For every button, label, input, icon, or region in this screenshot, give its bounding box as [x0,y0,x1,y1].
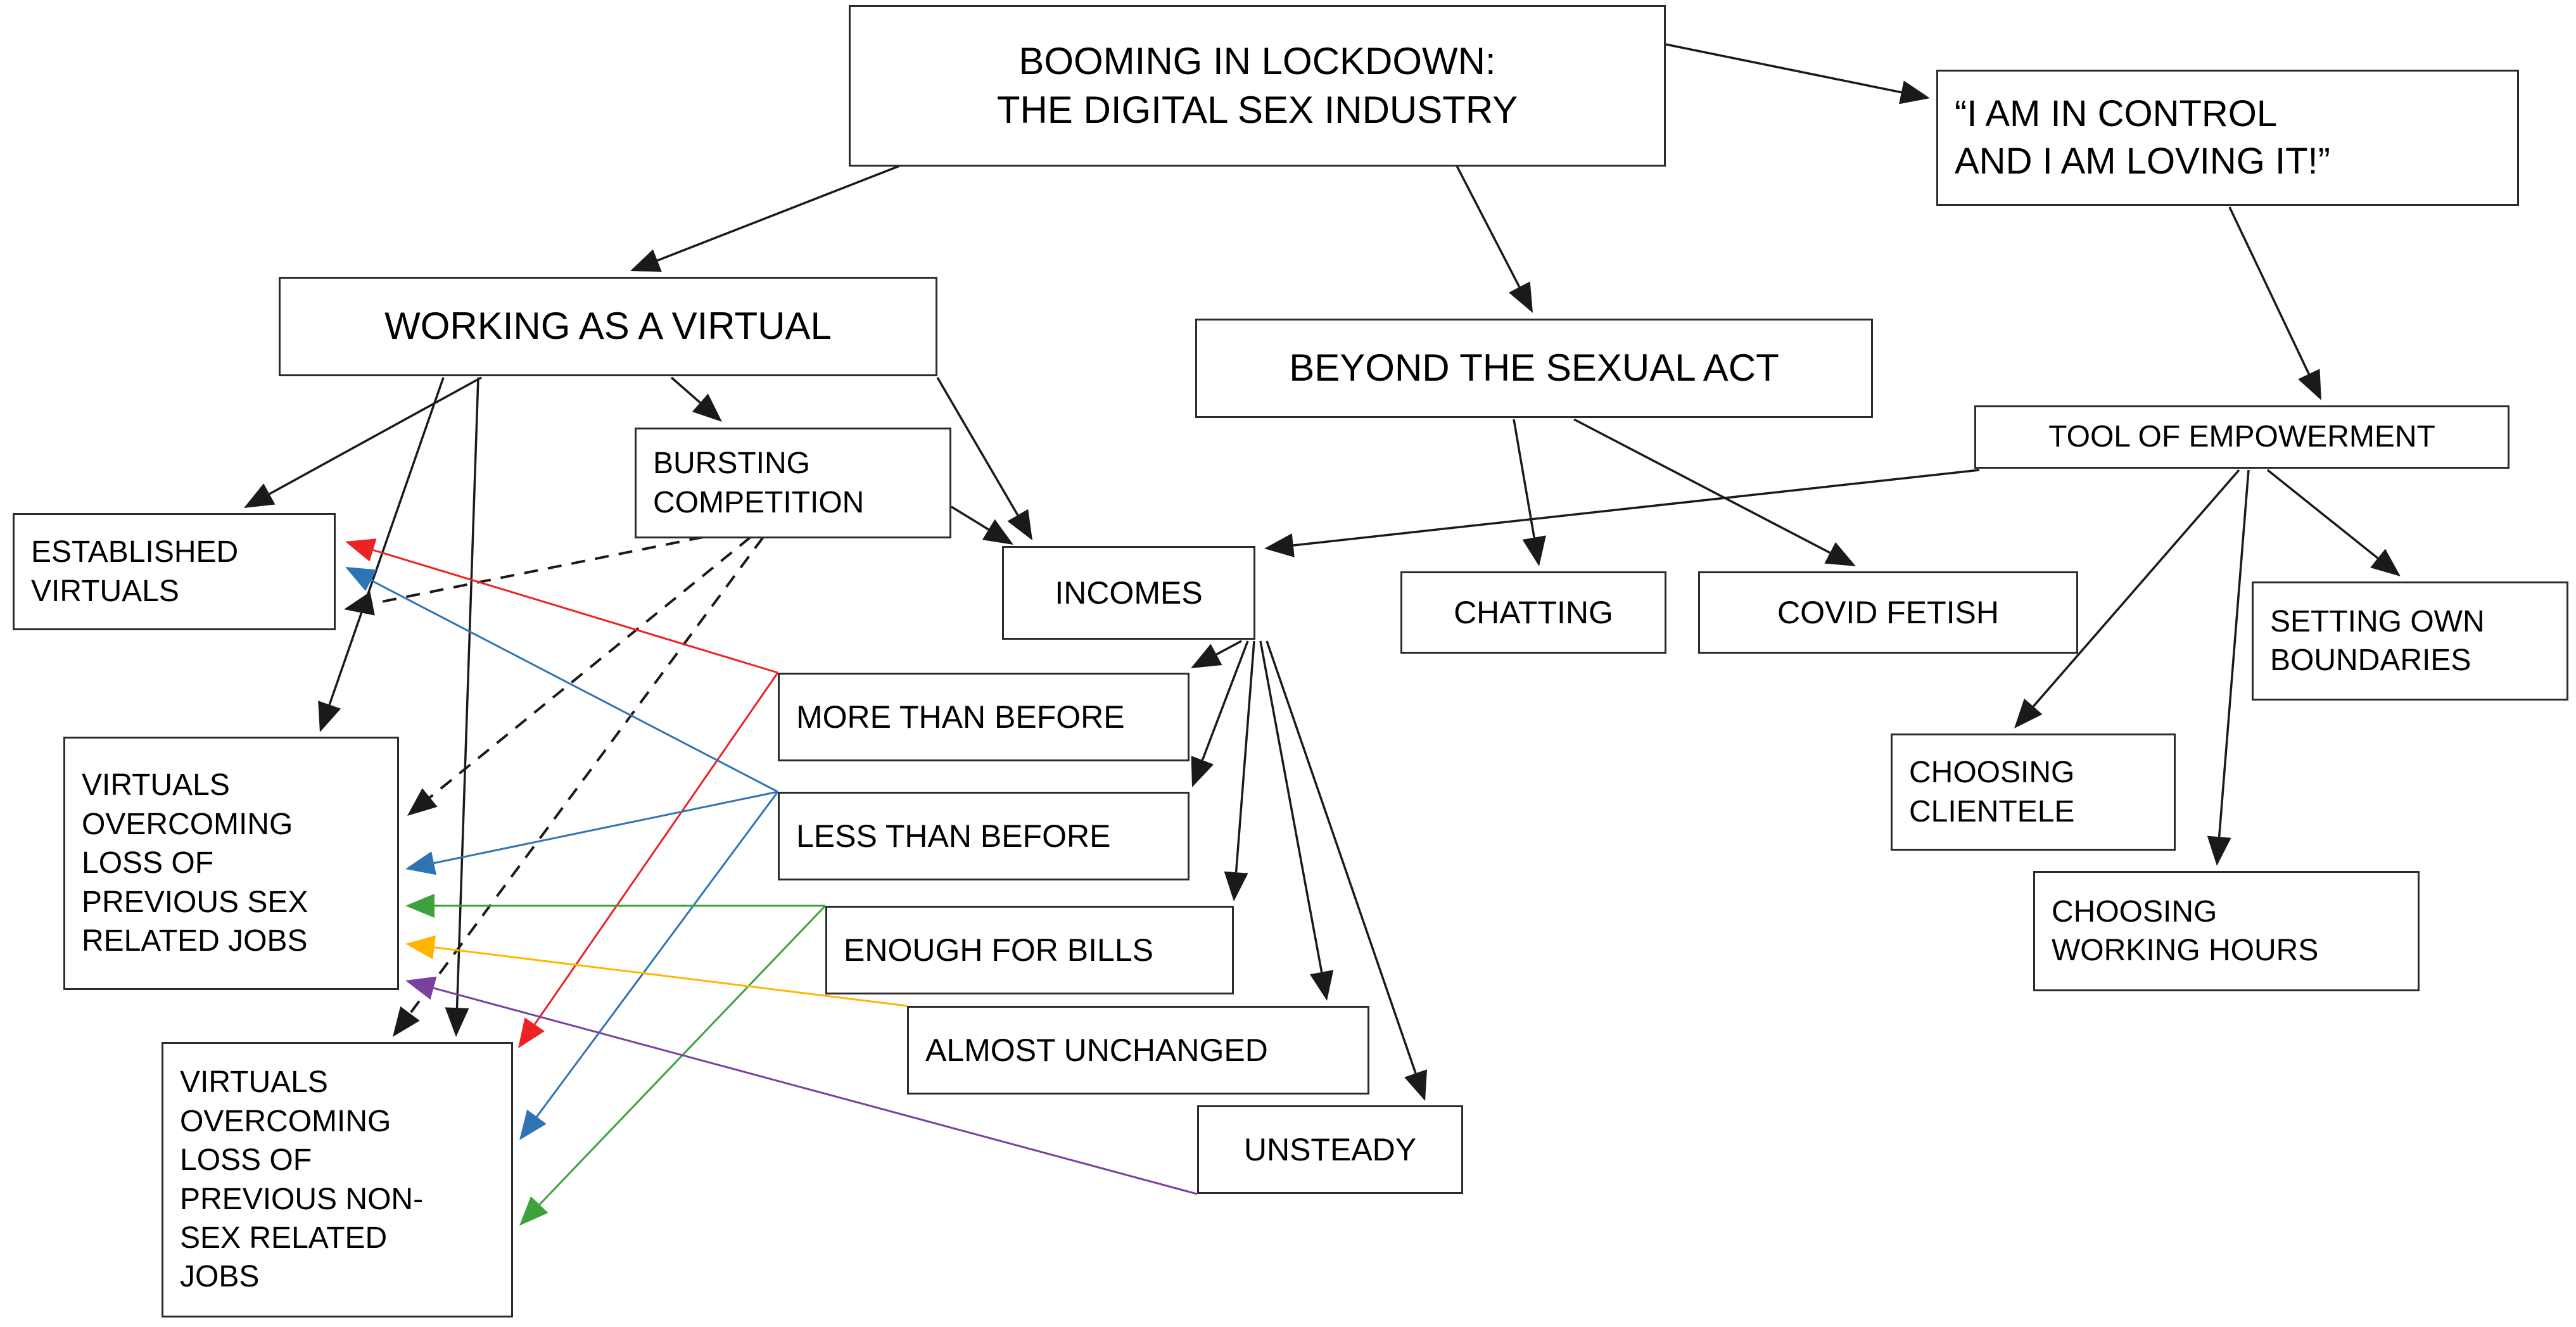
edge-arrow [936,377,1032,540]
edge-arrow [405,976,1198,1195]
edge-arrow [2207,469,2250,866]
node-label-clientele: CHOOSING CLIENTELE [1909,756,2075,829]
edge-arrow [1259,640,1334,1001]
edge-arrow [1266,640,1427,1101]
node-clientele[interactable]: CHOOSING CLIENTELE [1891,733,2176,851]
node-label-boundaries: SETTING OWN BOUNDARIES [2270,604,2485,677]
edge-arrow [519,905,827,1226]
node-virtual[interactable]: WORKING AS A VIRTUAL [279,277,937,376]
node-root[interactable]: BOOMING IN LOCKDOWN: THE DIGITAL SEX IND… [849,5,1666,167]
edge-arrow [2014,469,2240,728]
edge-arrow [345,538,778,674]
edge-arrow [393,536,765,1037]
edge-arrow [345,567,778,793]
node-label-chatting: CHATTING [1454,595,1613,630]
node-virt_nonsex[interactable]: VIRTUALS OVERCOMING LOSS OF PREVIOUS NON… [162,1042,513,1317]
edge-arrow [1573,418,1856,566]
node-bills[interactable]: ENOUGH FOR BILLS [825,906,1234,994]
node-label-covid: COVID FETISH [1777,595,2000,630]
edge-arrow [1264,469,1980,557]
node-bursting[interactable]: BURSTING COMPETITION [635,428,951,538]
edge-arrow [2266,469,2401,576]
node-label-control: “I AM IN CONTROL AND I AM LOVING IT!” [1955,93,2330,182]
node-more[interactable]: MORE THAN BEFORE [778,673,1190,761]
node-label-root: BOOMING IN LOCKDOWN: THE DIGITAL SEX IND… [996,39,1518,131]
node-tool[interactable]: TOOL OF EMPOWERMENT [1974,405,2509,469]
edge-arrow [1513,419,1546,566]
edge-arrow [951,505,1013,545]
node-label-incomes: INCOMES [1055,575,1203,611]
node-label-virt_nonsex: VIRTUALS OVERCOMING LOSS OF PREVIOUS NON… [180,1065,424,1294]
edge-arrow [445,377,479,1037]
node-unsteady[interactable]: UNSTEADY [1197,1105,1463,1194]
node-established[interactable]: ESTABLISHED VIRTUALS [13,513,336,630]
edge-arrow [518,672,779,1048]
node-label-virt_sex: VIRTUALS OVERCOMING LOSS OF PREVIOUS SEX… [82,768,308,958]
edge-arrow [1191,640,1249,787]
node-control[interactable]: “I AM IN CONTROL AND I AM LOVING IT!” [1936,70,2519,206]
edge-arrow [2228,206,2321,400]
node-label-less: LESS THAN BEFORE [796,818,1111,854]
node-label-unsteady: UNSTEADY [1243,1132,1417,1167]
node-label-more: MORE THAN BEFORE [796,699,1125,735]
node-label-tool: TOOL OF EMPOWERMENT [2048,420,2435,454]
node-label-virtual: WORKING AS A VIRTUAL [384,305,832,348]
node-hours[interactable]: CHOOSING WORKING HOURS [2033,871,2420,991]
edge-arrow [407,536,752,816]
edge-arrow [630,165,900,272]
edge-arrow [405,790,778,875]
edge-arrow [405,935,908,1007]
edge-arrow [519,791,779,1140]
node-beyond[interactable]: BEYOND THE SEXUAL ACT [1195,319,1873,418]
node-less[interactable]: LESS THAN BEFORE [778,792,1190,880]
edge-arrow [405,894,825,918]
edge-arrow [244,376,482,508]
node-label-unchanged: ALMOST UNCHANGED [925,1032,1268,1068]
edge-arrow [1224,640,1255,901]
edge-arrow [1191,640,1242,668]
node-label-established: ESTABLISHED VIRTUALS [31,535,239,608]
node-label-beyond: BEYOND THE SEXUAL ACT [1289,346,1779,390]
node-incomes[interactable]: INCOMES [1002,546,1255,640]
edge-arrow [1665,43,1930,105]
node-chatting[interactable]: CHATTING [1400,571,1666,654]
node-boundaries[interactable]: SETTING OWN BOUNDARIES [2252,581,2568,701]
edge-arrow [670,376,722,422]
node-label-hours: CHOOSING WORKING HOURS [2052,894,2319,967]
node-label-bills: ENOUGH FOR BILLS [844,932,1153,968]
node-virt_sex[interactable]: VIRTUALS OVERCOMING LOSS OF PREVIOUS SEX… [63,737,399,990]
edge-arrow [344,536,704,616]
edge-arrow [318,377,445,732]
node-label-bursting: BURSTING COMPETITION [653,447,865,519]
node-covid[interactable]: COVID FETISH [1698,571,2078,654]
edge-arrow [1456,165,1533,313]
node-unchanged[interactable]: ALMOST UNCHANGED [907,1006,1369,1095]
